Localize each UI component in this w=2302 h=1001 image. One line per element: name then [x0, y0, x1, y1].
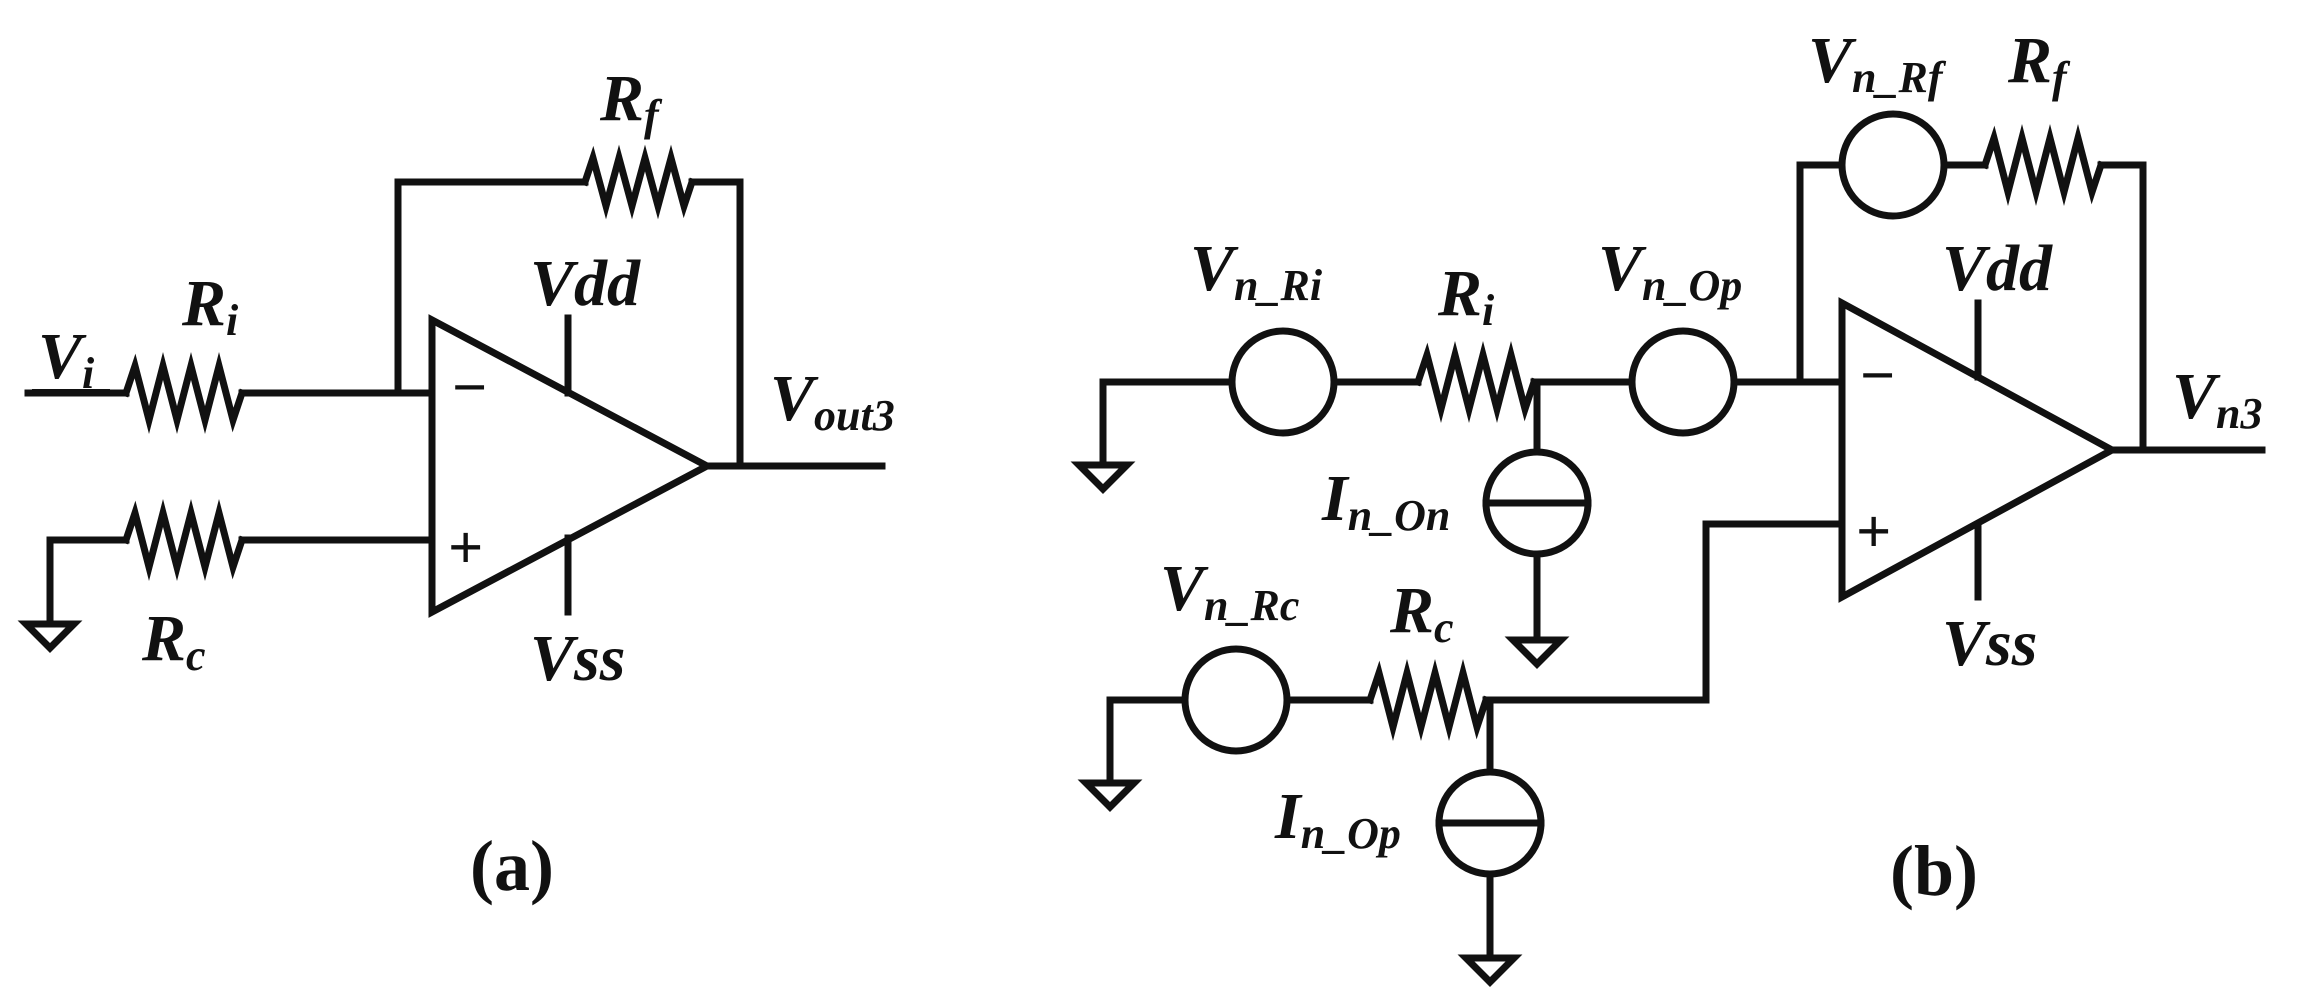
- source-vn-ri: [1228, 327, 1338, 437]
- resistor-ri-a: [121, 352, 247, 434]
- circuit-b: Vn_Ri Ri Vn_Op In_On Vn_Rc Rc In_Op Vn_R…: [1070, 24, 2266, 987]
- label-rf-a: Rf: [599, 62, 663, 140]
- resistor-rc-b: [1365, 659, 1491, 741]
- label-vn-rc: Vn_Rc: [1160, 552, 1299, 630]
- wire-rc-ground: [46, 536, 130, 628]
- caption-a: (a): [470, 826, 554, 906]
- circuit-a: Vi Ri Rc Rf Vdd Vss Vout3 − + (a): [17, 62, 895, 906]
- resistor-ri-b: [1413, 341, 1539, 423]
- wire-feedback-b-left: [1796, 161, 1846, 386]
- label-vn-ri: Vn_Ri: [1190, 232, 1323, 310]
- wire-rc-to-plus: [1482, 520, 1846, 704]
- wire-feedback-b-right: [2097, 161, 2147, 454]
- label-vn-rf: Vn_Rf: [1808, 24, 1947, 102]
- wire-ground-vnrc: [1106, 696, 1189, 787]
- wire-feedback-right: [688, 178, 744, 470]
- ground-symbol: [17, 620, 83, 653]
- label-ri-a: Ri: [181, 267, 239, 345]
- label-rc-b: Rc: [1389, 574, 1454, 652]
- opamp-a-plus-sign: +: [448, 514, 483, 582]
- label-rc-a: Rc: [141, 602, 206, 680]
- label-vdd-b: Vdd: [1942, 232, 2053, 305]
- resistor-rf-a: [580, 144, 697, 220]
- wire-feedback-left: [394, 178, 589, 397]
- source-vn-rc: [1181, 645, 1291, 755]
- label-vn3: Vn3: [2172, 360, 2263, 438]
- ground-symbol: [1457, 954, 1523, 987]
- opamp-a-minus-sign: −: [452, 354, 487, 422]
- label-vdd-a: Vdd: [530, 247, 641, 320]
- opamp-b-minus-sign: −: [1860, 342, 1895, 410]
- ground-symbol: [1077, 779, 1143, 812]
- caption-b: (b): [1890, 831, 1978, 911]
- label-vss-a: Vss: [530, 622, 625, 695]
- opamp-b-plus-sign: +: [1856, 498, 1891, 566]
- label-rf-b: Rf: [2007, 24, 2071, 102]
- label-ri-b: Ri: [1437, 257, 1495, 335]
- ground-symbol: [1070, 461, 1136, 494]
- label-in-on: In_On: [1321, 462, 1450, 540]
- label-vn-op: Vn_Op: [1598, 232, 1742, 310]
- resistor-rf-b: [1980, 124, 2106, 206]
- wire-ground-vnri: [1099, 378, 1236, 469]
- label-in-op: In_Op: [1274, 780, 1401, 858]
- source-vn-rf: [1838, 110, 1948, 220]
- label-vss-b: Vss: [1942, 607, 2037, 680]
- ground-symbol: [1504, 636, 1570, 669]
- label-vout3: Vout3: [770, 362, 895, 440]
- resistor-rc-a: [121, 499, 247, 581]
- source-vn-op: [1628, 327, 1738, 437]
- label-vi: Vi: [38, 320, 95, 398]
